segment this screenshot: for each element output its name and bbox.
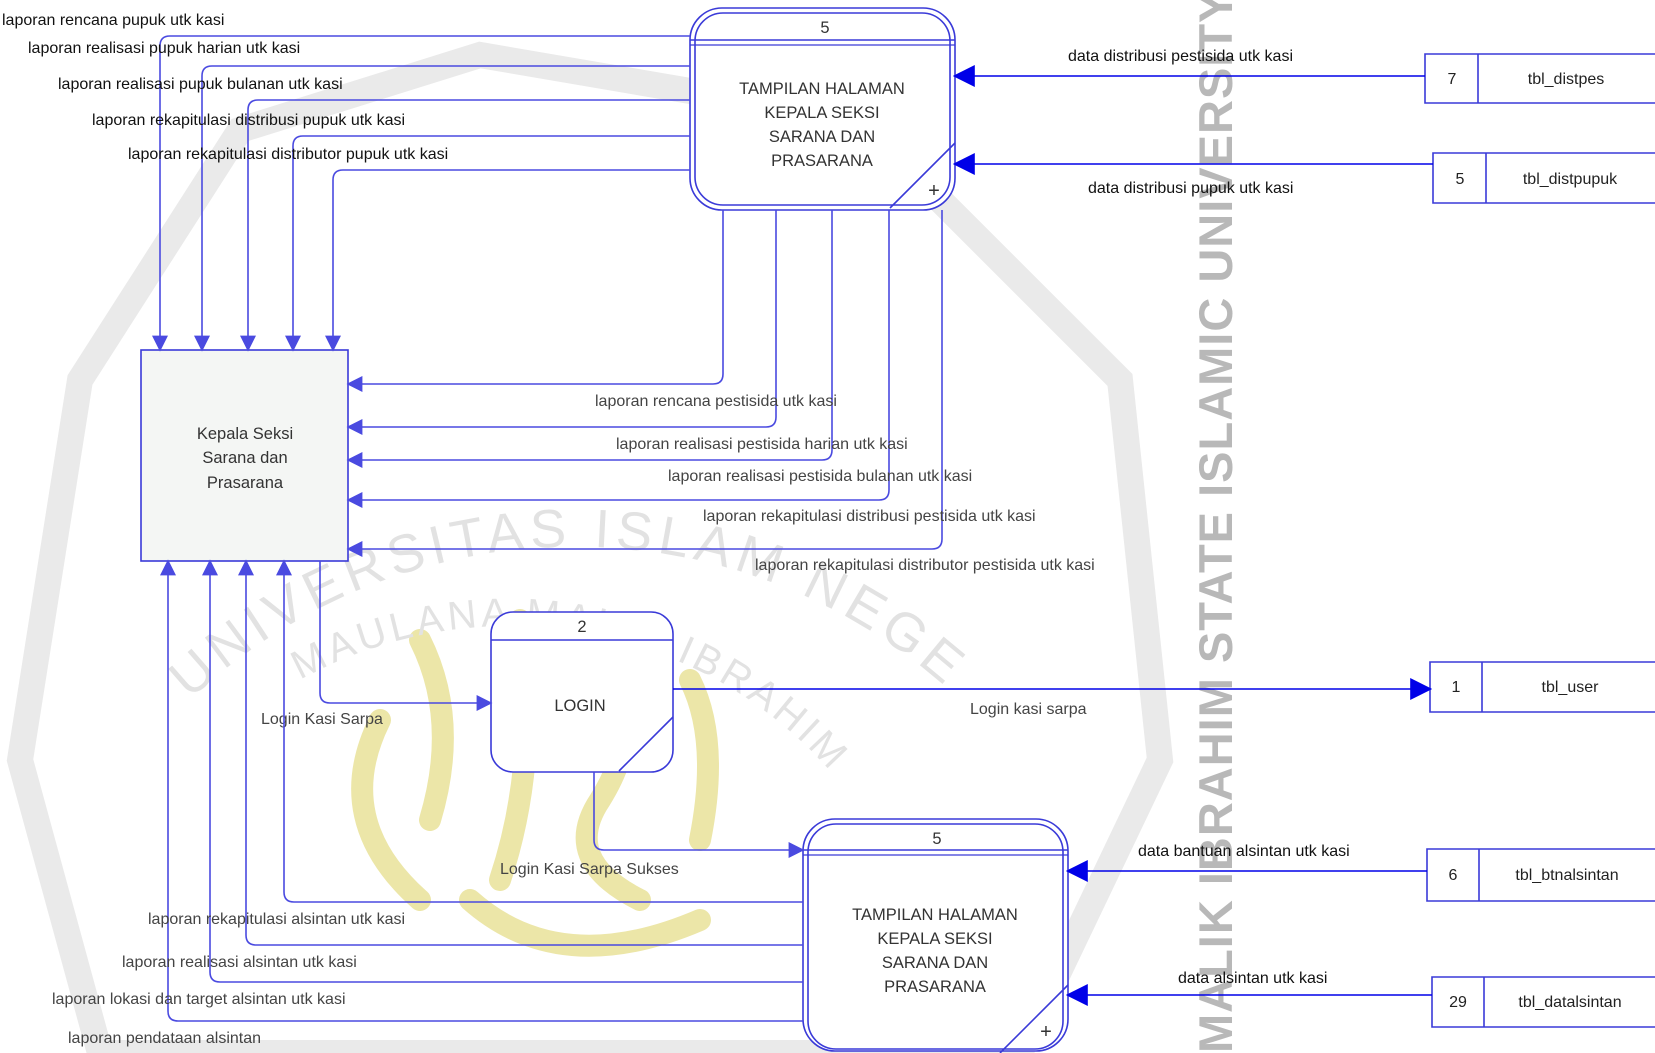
process-login-label: LOGIN — [554, 697, 605, 715]
flow-line-pestisida-1 — [346, 210, 724, 392]
data-store-tbl-btnalsintan: 6 tbl_btnalsintan — [1426, 848, 1655, 902]
flow-label-alsintan-3: laporan lokasi dan target alsintan utk k… — [52, 991, 346, 1008]
flow-line-pestisida-4 — [346, 210, 890, 508]
process-bottom-label-line-1: TAMPILAN HALAMAN — [852, 906, 1018, 924]
process-top-label-line-4: PRASARANA — [771, 152, 873, 170]
flow-label-alsintan-2: laporan realisasi alsintan utk kasi — [122, 954, 357, 971]
flow-line-alsintan-2 — [238, 559, 803, 946]
flow-label-alsintan-1: laporan rekapitulasi alsintan utk kasi — [148, 911, 405, 928]
process-top: 5 TAMPILAN HALAMAN KEPALA SEKSI SARANA D… — [689, 7, 956, 211]
flow-label-pestisida-5: laporan rekapitulasi distributor pestisi… — [755, 557, 1095, 574]
store-datalsintan-id: 29 — [1449, 994, 1467, 1011]
flow-line-alsintan-1 — [276, 559, 803, 903]
store-distpes-name: tbl_distpes — [1528, 71, 1605, 88]
store-btnalsintan-id: 6 — [1449, 867, 1458, 884]
data-store-tbl-user: 1 tbl_user — [1429, 661, 1655, 713]
flows-pestisida — [346, 210, 943, 557]
entity-label-line-1: Kepala Seksi — [197, 425, 293, 443]
process-bottom-label-line-3: SARANA DAN — [882, 954, 988, 972]
flows-pupuk — [152, 35, 690, 352]
process-login-number: 2 — [577, 618, 586, 636]
flow-label-datalsintan: data alsintan utk kasi — [1178, 970, 1327, 987]
data-store-tbl-distpes: 7 tbl_distpes — [1424, 53, 1655, 104]
flow-label-pestisida-1: laporan rencana pestisida utk kasi — [595, 393, 837, 410]
store-user-id: 1 — [1452, 679, 1461, 696]
flow-label-pestisida-4: laporan rekapitulasi distribusi pestisid… — [703, 508, 1036, 525]
flow-line-pestisida-5 — [346, 210, 943, 557]
process-bottom: 5 TAMPILAN HALAMAN KEPALA SEKSI SARANA D… — [802, 818, 1069, 1053]
process-bottom-label-line-4: PRASARANA — [884, 978, 986, 996]
flow-line-pupuk-3 — [240, 99, 690, 352]
flow-label-pestisida-2: laporan realisasi pestisida harian utk k… — [616, 436, 908, 453]
flow-line-login-success — [593, 772, 805, 858]
process-login: 2 LOGIN — [490, 611, 674, 773]
flow-label-pupuk-2: laporan realisasi pupuk harian utk kasi — [28, 40, 300, 57]
store-btnalsintan-name: tbl_btnalsintan — [1515, 867, 1618, 884]
store-user-name: tbl_user — [1542, 679, 1600, 696]
flow-label-pupuk-5: laporan rekapitulasi distributor pupuk u… — [128, 146, 448, 163]
flow-label-pupuk-3: laporan realisasi pupuk bulanan utk kasi — [58, 76, 343, 93]
process-top-label-line-2: KEPALA SEKSI — [764, 104, 879, 122]
store-distpupuk-id: 5 — [1456, 171, 1465, 188]
process-top-number: 5 — [820, 19, 829, 37]
flow-line-alsintan-4 — [160, 559, 803, 1022]
flow-line-alsintan-3 — [202, 559, 803, 983]
flow-label-pupuk-1: laporan rencana pupuk utk kasi — [2, 12, 224, 29]
flow-line-pupuk-2 — [194, 65, 690, 352]
process-bottom-number: 5 — [932, 830, 941, 848]
flow-label-login-store: Login kasi sarpa — [970, 701, 1087, 718]
flows-store-top — [952, 65, 1433, 175]
external-entity: Kepala Seksi Sarana dan Prasarana — [140, 349, 349, 562]
flows-login — [319, 561, 1433, 858]
process-top-plus-icon: + — [928, 180, 940, 202]
flow-label-login-success: Login Kasi Sarpa Sukses — [500, 861, 679, 878]
flow-line-pupuk-1 — [152, 35, 690, 352]
data-store-tbl-distpupuk: 5 tbl_distpupuk — [1432, 152, 1655, 204]
flow-line-pupuk-4 — [285, 135, 690, 352]
flow-label-login: Login Kasi Sarpa — [261, 711, 383, 728]
store-distpupuk-name: tbl_distpupuk — [1523, 171, 1618, 188]
flow-label-distpupuk: data distribusi pupuk utk kasi — [1088, 180, 1293, 197]
flow-label-alsintan-4: laporan pendataan alsintan — [68, 1030, 261, 1047]
flow-line-login — [319, 561, 493, 711]
flows-alsintan — [160, 559, 803, 1022]
entity-label-line-3: Prasarana — [207, 474, 284, 492]
process-top-label-line-3: SARANA DAN — [769, 128, 875, 146]
flow-label-pestisida-3: laporan realisasi pestisida bulanan utk … — [668, 468, 972, 485]
process-bottom-label-line-2: KEPALA SEKSI — [877, 930, 992, 948]
store-datalsintan-name: tbl_datalsintan — [1518, 994, 1621, 1011]
flow-line-pestisida-2 — [346, 210, 777, 435]
flows-store-bottom — [1065, 860, 1432, 1006]
watermark-vertical-text: MALIK IBRAHIM STATE ISLAMIC UNIVERSITY O… — [1189, 0, 1242, 1053]
entity-label-line-2: Sarana dan — [202, 449, 287, 467]
store-distpes-id: 7 — [1448, 71, 1457, 88]
process-bottom-plus-icon: + — [1040, 1021, 1052, 1043]
flow-label-btnalsintan: data bantuan alsintan utk kasi — [1138, 843, 1350, 860]
process-top-label-line-1: TAMPILAN HALAMAN — [739, 80, 905, 98]
flow-label-distpes: data distribusi pestisida utk kasi — [1068, 48, 1293, 65]
data-store-tbl-datalsintan: 29 tbl_datalsintan — [1431, 976, 1655, 1028]
flow-line-pupuk-5 — [325, 169, 690, 352]
flow-label-pupuk-4: laporan rekapitulasi distribusi pupuk ut… — [92, 112, 405, 129]
flow-line-pestisida-3 — [346, 210, 833, 468]
